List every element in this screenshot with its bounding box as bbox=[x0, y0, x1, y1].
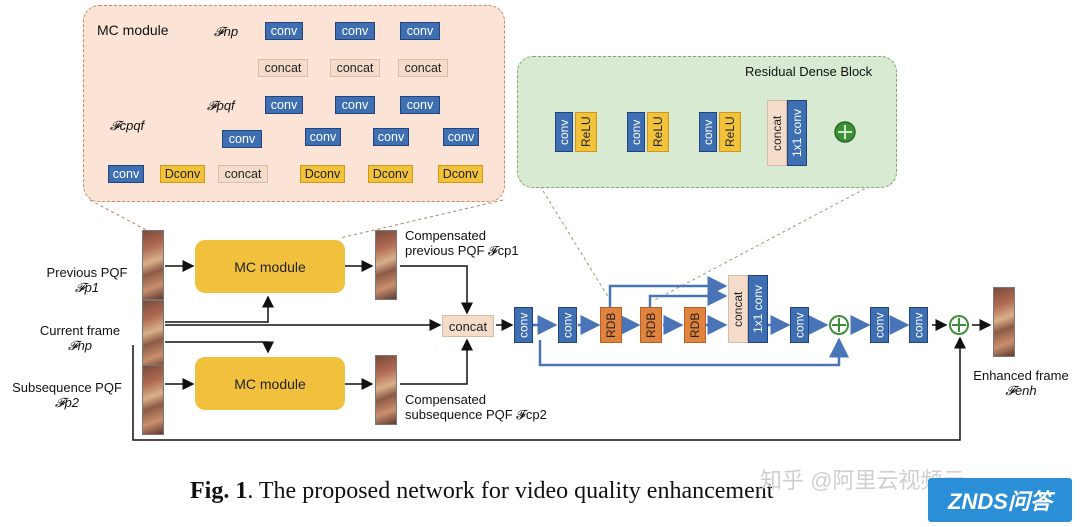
mc-conv-2: conv bbox=[335, 22, 375, 40]
rdb-conv-1: conv bbox=[555, 112, 573, 152]
comp-prev-line2: previous PQF 𝓕cp1 bbox=[405, 243, 519, 258]
frame-enhanced-thumbnail bbox=[993, 287, 1015, 357]
frame-sub-thumbnail bbox=[142, 365, 164, 435]
main-conv-4: conv bbox=[870, 307, 889, 343]
output-line2: 𝓕enh bbox=[1005, 383, 1037, 398]
rdb-concat: concat bbox=[767, 100, 787, 166]
comp-sub-label: Compensated subsequence PQF 𝓕cp2 bbox=[405, 392, 547, 423]
comp-sub-line2: subsequence PQF 𝓕cp2 bbox=[405, 407, 547, 422]
mc-conv-7: conv bbox=[305, 128, 341, 146]
main-conv-5: conv bbox=[909, 307, 928, 343]
main-concat: concat bbox=[442, 315, 494, 337]
rdb-conv-2: conv bbox=[627, 112, 645, 152]
mc-conv-3: conv bbox=[400, 22, 440, 40]
input-cur-label: Current frame 𝓕np bbox=[30, 323, 130, 354]
mc-conv-5: conv bbox=[335, 96, 375, 114]
mc-conv-6: conv bbox=[400, 96, 440, 114]
mc-concat-3: concat bbox=[398, 59, 448, 77]
rdb-add-icon bbox=[834, 121, 856, 143]
frame-comp-sub-thumbnail bbox=[375, 355, 397, 425]
comp-sub-line1: Compensated bbox=[405, 392, 486, 407]
main-rdb-3: RDB bbox=[684, 307, 706, 343]
mc-conv-8: conv bbox=[373, 128, 409, 146]
input-prev-line1: Previous PQF bbox=[46, 265, 128, 280]
mc-module-bottom: MC module bbox=[195, 357, 345, 410]
mc-conv-1: conv bbox=[265, 22, 303, 40]
mc-concat-2: concat bbox=[330, 59, 380, 77]
main-conv-3: conv bbox=[790, 307, 809, 343]
main-add-icon-2 bbox=[949, 315, 969, 335]
rdb-conv-1x1: 1x1 conv bbox=[787, 100, 807, 166]
mc-panel-title: MC module bbox=[97, 22, 169, 38]
frame-current-thumbnail bbox=[142, 300, 164, 370]
rdb-conv-3: conv bbox=[699, 112, 717, 152]
mc-dconv-2: Dconv bbox=[368, 165, 413, 183]
main-concat-2: concat bbox=[728, 275, 748, 343]
comp-prev-line1: Compensated bbox=[405, 228, 486, 243]
mc-conv-4: conv bbox=[265, 96, 303, 114]
mc-concat-1: concat bbox=[258, 59, 308, 77]
input-prev-line2: 𝓕p1 bbox=[74, 280, 100, 295]
f-pqf-label: 𝓕pqf bbox=[207, 98, 235, 113]
output-label: Enhanced frame 𝓕enh bbox=[965, 368, 1077, 399]
comp-prev-label: Compensated previous PQF 𝓕cp1 bbox=[405, 228, 519, 259]
rdb-relu-3: ReLU bbox=[719, 112, 741, 152]
input-sub-line1: Subsequence PQF bbox=[12, 380, 122, 395]
input-cur-line2: 𝓕np bbox=[67, 338, 93, 353]
main-conv-1x1: 1x1 conv bbox=[748, 275, 768, 343]
output-line1: Enhanced frame bbox=[973, 368, 1069, 383]
f-pqf-c-label: 𝓕cpqf bbox=[110, 118, 145, 133]
input-prev-label: Previous PQF 𝓕p1 bbox=[37, 265, 137, 296]
input-sub-label: Subsequence PQF 𝓕p2 bbox=[8, 380, 126, 411]
main-conv-1: conv bbox=[514, 307, 533, 343]
input-cur-line1: Current frame bbox=[39, 323, 121, 338]
znds-logo: ZNDS问答 bbox=[928, 478, 1072, 522]
mc-concat-4: concat bbox=[218, 165, 268, 183]
mc-dconv-3: Dconv bbox=[438, 165, 483, 183]
rdb-relu-2: ReLU bbox=[647, 112, 669, 152]
rdb-relu-1: ReLU bbox=[575, 112, 597, 152]
caption-figure-number: Fig. 1 bbox=[190, 478, 248, 504]
main-conv-2: conv bbox=[558, 307, 577, 343]
rdb-panel-title: Residual Dense Block bbox=[745, 64, 873, 79]
caption-text: . The proposed network for video quality… bbox=[247, 478, 774, 504]
main-rdb-2: RDB bbox=[640, 307, 662, 343]
frame-comp-prev-thumbnail bbox=[375, 230, 397, 300]
mc-conv-9: conv bbox=[443, 128, 479, 146]
mc-conv-10: conv bbox=[222, 130, 262, 148]
mc-conv-out: conv bbox=[108, 165, 144, 183]
figure-caption: Fig. 1. The proposed network for video q… bbox=[190, 478, 773, 505]
f-np-label: 𝓕np bbox=[214, 24, 239, 39]
input-sub-line2: 𝓕p2 bbox=[54, 395, 80, 410]
frame-prev-thumbnail bbox=[142, 230, 164, 300]
mc-module-top: MC module bbox=[195, 240, 345, 293]
mc-dconv-4: Dconv bbox=[160, 165, 205, 183]
main-rdb-1: RDB bbox=[600, 307, 622, 343]
main-add-icon-1 bbox=[829, 315, 849, 335]
mc-dconv-1: Dconv bbox=[300, 165, 345, 183]
